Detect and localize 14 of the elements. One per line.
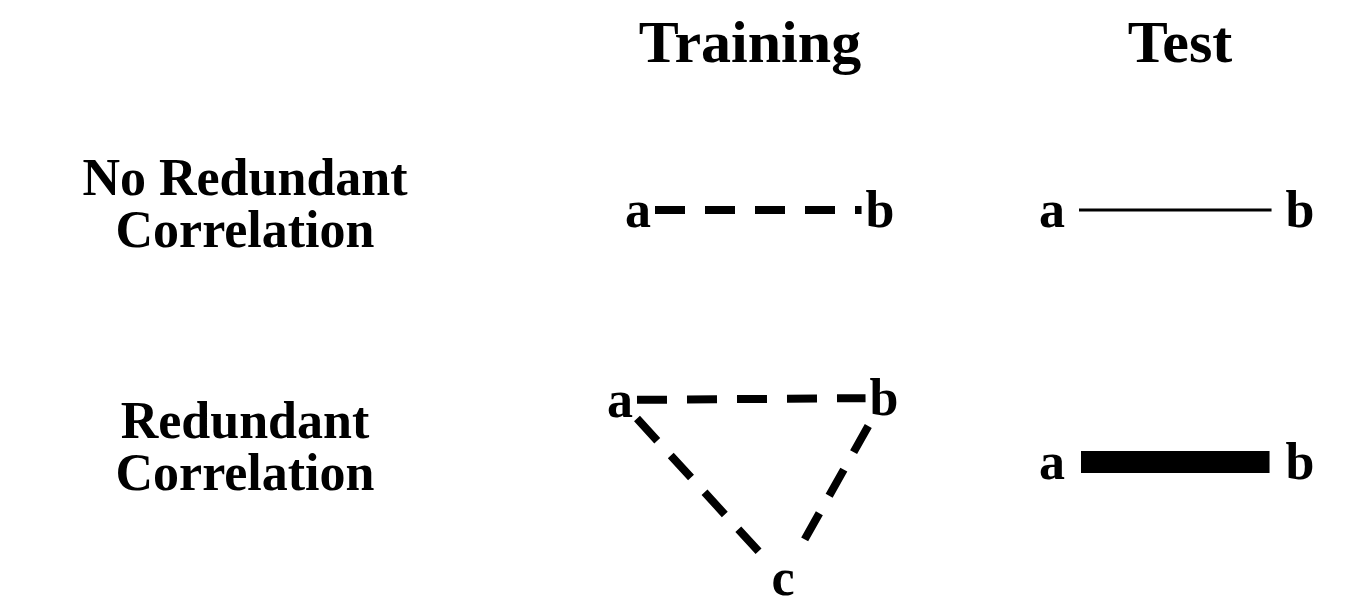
variable-label: b [1283,184,1317,236]
column-heading: Test [1126,12,1234,72]
variable-label: a [1037,184,1067,236]
variable-label: a [623,184,653,236]
variable-label: b [1283,436,1317,488]
variable-label: b [867,372,901,424]
variable-label: a [605,374,635,426]
variable-label: a [1037,436,1067,488]
thick-link [1081,451,1270,473]
link-line [1079,208,1272,212]
row-heading: Redundant Correlation [114,395,376,499]
variable-label: c [769,552,797,604]
row-heading: No Redundant Correlation [81,152,409,256]
variable-label: b [863,184,897,236]
